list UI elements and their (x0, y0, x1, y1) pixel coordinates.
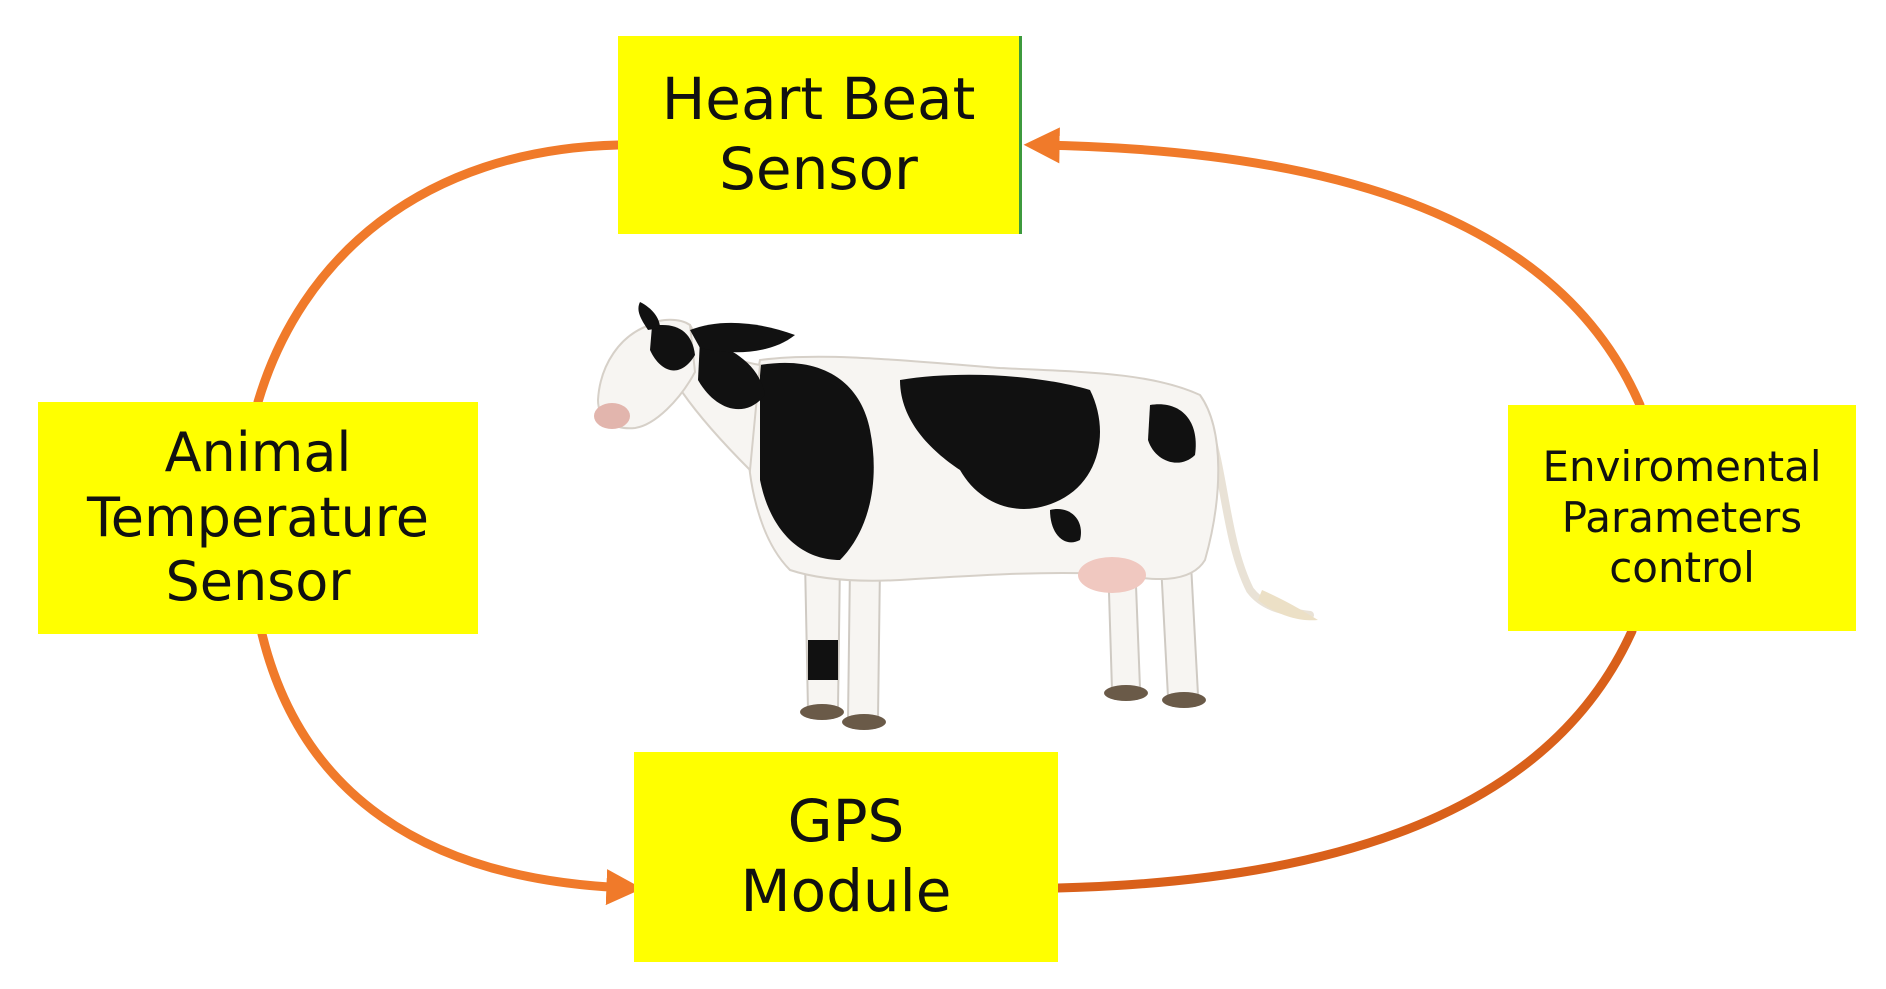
cow-leg-patch (808, 640, 838, 680)
cow-tail (1201, 411, 1314, 619)
arrow-gps-to-environmental (1053, 626, 1637, 893)
cow-tail-switch (1258, 590, 1318, 621)
cow-muzzle (594, 403, 630, 429)
cow-head-patch (650, 325, 695, 371)
cow-patch (1050, 509, 1081, 543)
cow-ear (690, 322, 795, 353)
cow-patch (1148, 404, 1196, 463)
heart-beat-sensor-box: Heart Beat Sensor (618, 36, 1022, 234)
temperature-box-bg (38, 402, 478, 634)
arrow-temperature-to-gps (257, 629, 643, 906)
gps-module-label: GPS Module (740, 787, 952, 925)
arrow-environmental-to-heart (1023, 127, 1645, 410)
cow-front-leg-right (846, 564, 882, 722)
heart-beat-box-bg (618, 36, 1022, 234)
gps-module-box: GPS Module (634, 752, 1058, 962)
cow-neck-patch (698, 340, 765, 410)
cow-hoof (1162, 692, 1206, 708)
cow-image (594, 302, 1318, 730)
cow-patch (760, 362, 874, 560)
environmental-box-bg (1508, 405, 1856, 631)
arrow-heart-to-temperature (253, 140, 623, 407)
heart-beat-sensor-label: Heart Beat Sensor (661, 65, 976, 203)
cow-ear (638, 302, 660, 330)
cow-front-leg-left (803, 559, 842, 712)
cow-hoof (1104, 685, 1148, 701)
environmental-parameters-label: Enviromental Parameters control (1542, 442, 1822, 593)
cow-patch (900, 374, 1100, 509)
animal-temperature-sensor-box: Animal Temperature Sensor (38, 402, 478, 634)
cow-udder (1078, 557, 1146, 593)
gps-box-bg (634, 752, 1058, 962)
animal-temperature-sensor-label: Animal Temperature Sensor (86, 420, 430, 614)
environmental-parameters-box: Enviromental Parameters control (1508, 405, 1856, 631)
cow-hoof (800, 704, 844, 720)
cow-hoof (842, 714, 886, 730)
